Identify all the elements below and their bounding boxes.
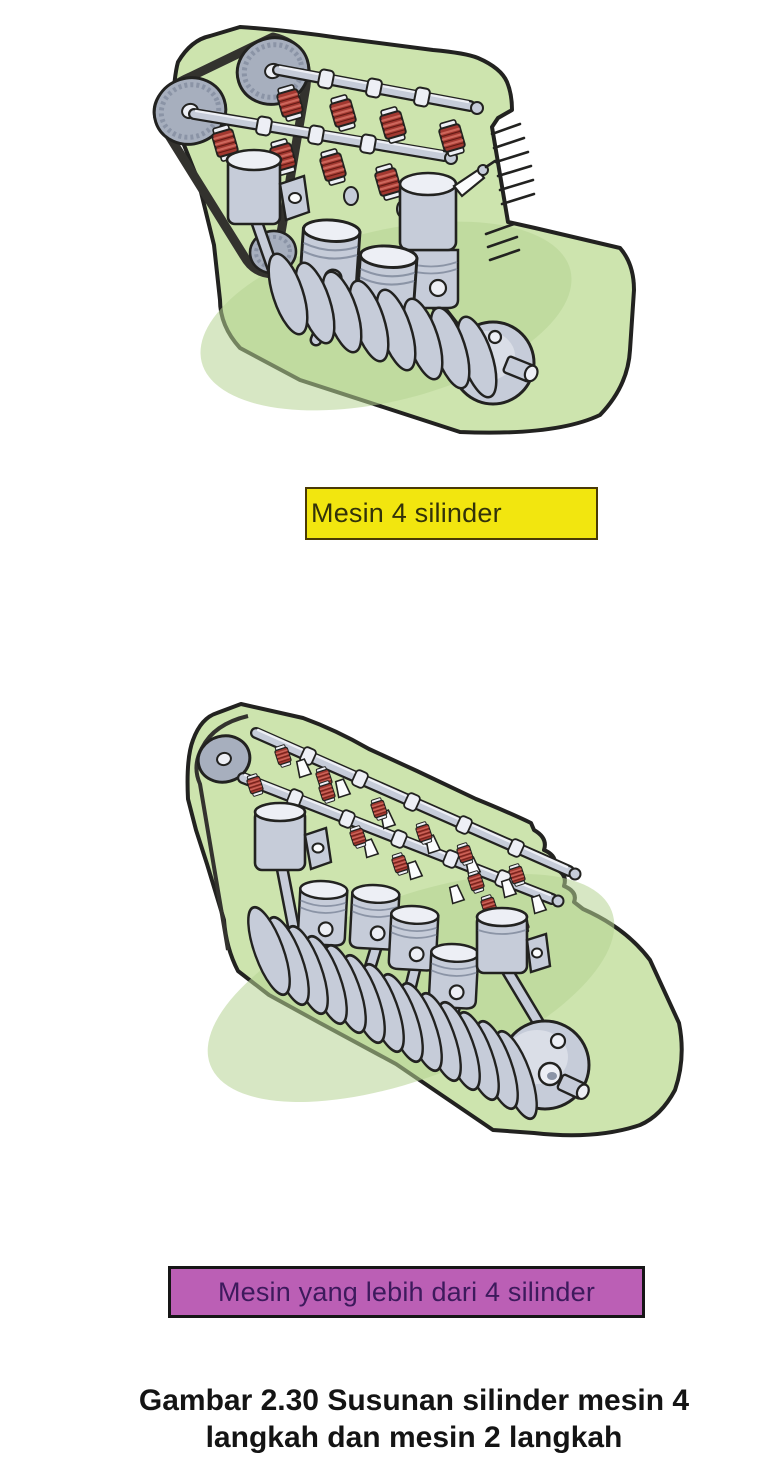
crankshaft	[259, 248, 539, 406]
four-cylinder-label: Mesin 4 silinder	[305, 487, 598, 540]
figure-caption-line1: Gambar 2.30 Susunan silinder mesin 4	[138, 1384, 690, 1417]
cylinder-head-cup-1	[253, 801, 333, 947]
multi-cylinder-label-text: Mesin yang lebih dari 4 silinder	[217, 1276, 596, 1307]
camshafts	[188, 64, 484, 165]
camshafts	[237, 727, 582, 908]
figure-caption-line2: langkah dan mesin 2 langkah	[205, 1421, 623, 1454]
four-cylinder-engine-illustration	[136, 6, 636, 458]
cooling-fins	[484, 122, 536, 262]
crankshaft	[238, 901, 591, 1125]
spark-plug-icon	[452, 168, 486, 198]
multi-cylinder-engine-drawing	[185, 702, 684, 1138]
figure-caption: Gambar 2.30 Susunan silinder mesin 4 lan…	[34, 1382, 768, 1456]
multi-cylinder-engine-illustration	[156, 688, 686, 1160]
camshaft-pulley	[196, 734, 252, 784]
four-cylinder-label-text: Mesin 4 silinder	[311, 498, 502, 528]
four-cylinder-engine-drawing	[152, 25, 636, 435]
multi-cylinder-label: Mesin yang lebih dari 4 silinder	[168, 1266, 645, 1318]
